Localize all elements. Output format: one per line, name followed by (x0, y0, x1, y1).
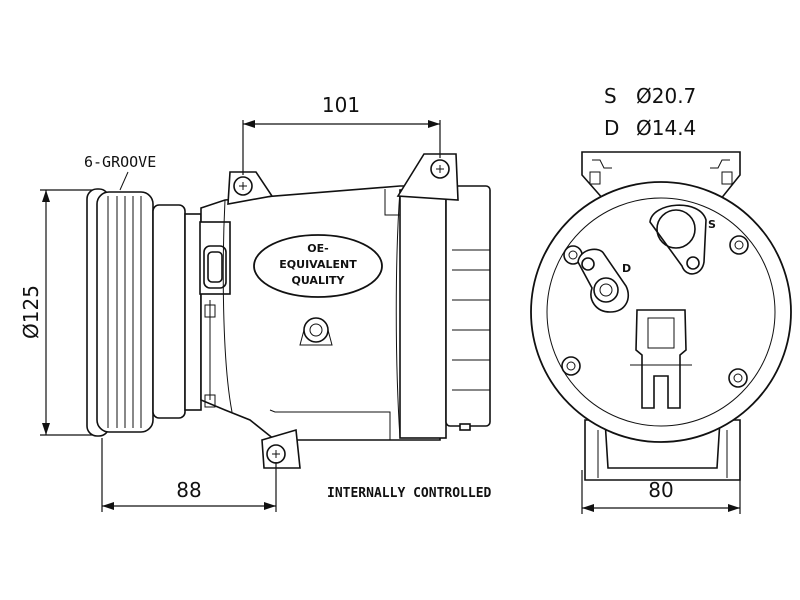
dimension-diameter: Ø125 (19, 189, 92, 436)
groove-leader (119, 171, 129, 191)
suction-letter: S (604, 84, 617, 108)
discharge-letter: D (604, 116, 619, 140)
badge-line1: OE- (307, 242, 328, 255)
badge-line2: EQUIVALENT (279, 258, 357, 271)
mounting-lug-top-left (227, 171, 274, 205)
dimension-101-label: 101 (322, 93, 360, 117)
badge-line3: QUALITY (291, 274, 345, 287)
dimension-80-label: 80 (648, 478, 673, 502)
compressor-body (199, 185, 491, 441)
suction-mark: S (708, 218, 716, 231)
dimension-88-label: 88 (176, 478, 201, 502)
dimension-depth-right: 80 (581, 470, 741, 514)
control-type-label: INTERNALLY CONTROLLED (327, 486, 492, 501)
groove-label: 6-GROOVE (84, 153, 156, 171)
discharge-mark: D (622, 262, 631, 275)
pulley (86, 188, 202, 437)
dimension-125-label: Ø125 (19, 285, 43, 339)
mounting-lug-top-right (396, 153, 459, 201)
discharge-size: Ø14.4 (636, 116, 696, 140)
oe-quality-badge: OE- EQUIVALENT QUALITY (253, 234, 383, 298)
mounting-lug-bottom (261, 428, 301, 469)
dimension-width-top: 101 (242, 93, 441, 175)
suction-size: Ø20.7 (636, 84, 696, 108)
dimension-length-bottom: 88 (101, 438, 277, 512)
end-view: S D (530, 151, 792, 481)
